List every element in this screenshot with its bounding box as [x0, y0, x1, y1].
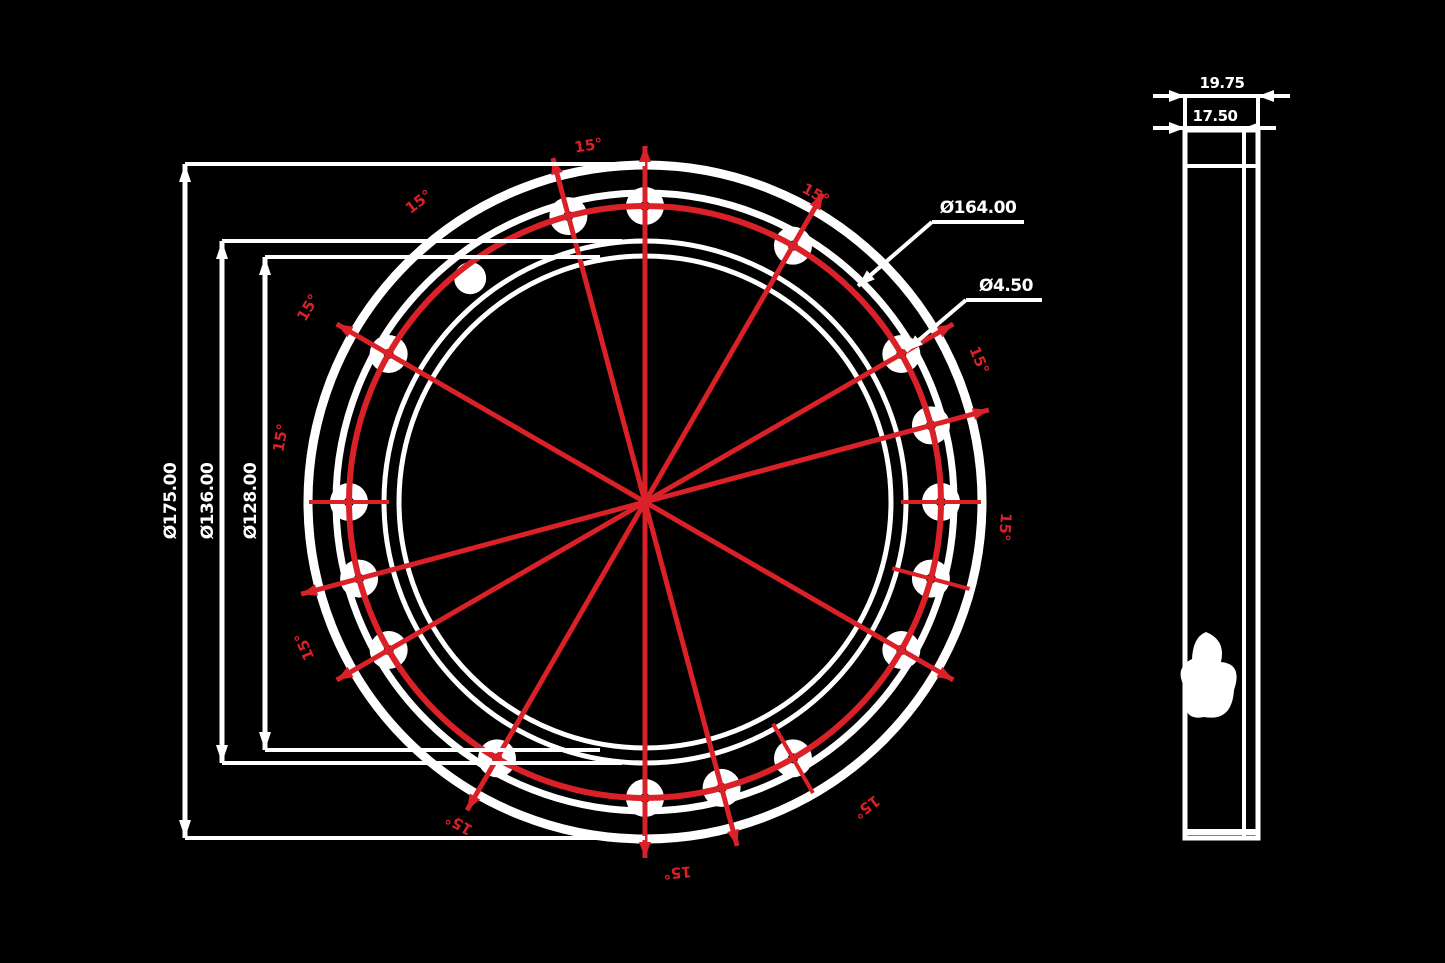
dim-label-mid-diameter: Ø136.00 — [198, 462, 218, 540]
angle-label: 15° — [850, 791, 884, 822]
angle-label: 15° — [573, 134, 604, 156]
dim-label-outer-diameter: Ø175.00 — [161, 462, 181, 540]
side-dim-arrow — [1169, 90, 1185, 102]
angle-label: 15° — [402, 186, 435, 217]
leader-arrow — [906, 335, 923, 351]
dim-label-bore-diameter: Ø128.00 — [241, 462, 261, 540]
spoke-arrow — [639, 842, 651, 858]
angle-label: 15° — [965, 344, 993, 377]
spoke-arrow — [727, 828, 739, 846]
angle-label: 15° — [442, 809, 476, 839]
leader-label-ring-diameter: Ø164.00 — [939, 198, 1017, 218]
spoke-arrow — [467, 793, 481, 811]
spoke-arrow — [639, 146, 651, 162]
spoke-arrow — [336, 324, 354, 338]
spoke-arrow — [936, 666, 954, 680]
hole-center-tick — [771, 722, 815, 794]
spoke-arrow — [336, 666, 354, 680]
angle-label: 15° — [995, 512, 1015, 542]
dim-label-total-thickness: 19.75 — [1199, 74, 1245, 92]
dim-arrow — [216, 745, 228, 763]
dim-arrow — [179, 820, 191, 838]
angle-label: 15° — [663, 862, 693, 882]
side-view-outline — [1182, 127, 1261, 841]
plain-hole — [454, 262, 487, 295]
angle-label: 15° — [269, 422, 292, 453]
leader-arrow — [858, 270, 875, 286]
spoke-arrow — [936, 324, 954, 338]
angle-label: 15° — [291, 630, 319, 663]
hole-center-tick — [891, 566, 971, 591]
leader-label-hole-diameter: Ø4.50 — [979, 276, 1033, 296]
spoke-arrow — [301, 584, 319, 596]
illegible-marking — [1180, 632, 1237, 718]
side-dim-arrow — [1169, 122, 1185, 134]
spoke-arrow — [809, 193, 823, 211]
dim-label-step-thickness: 17.50 — [1192, 107, 1238, 125]
dim-arrow — [259, 732, 271, 750]
spoke-line — [335, 321, 955, 683]
dim-arrow — [216, 241, 228, 259]
dim-arrow — [259, 257, 271, 275]
spoke-arrow — [971, 408, 989, 420]
side-dim-arrow — [1258, 90, 1274, 102]
angle-label: 15° — [293, 291, 323, 325]
dim-arrow — [179, 164, 191, 182]
